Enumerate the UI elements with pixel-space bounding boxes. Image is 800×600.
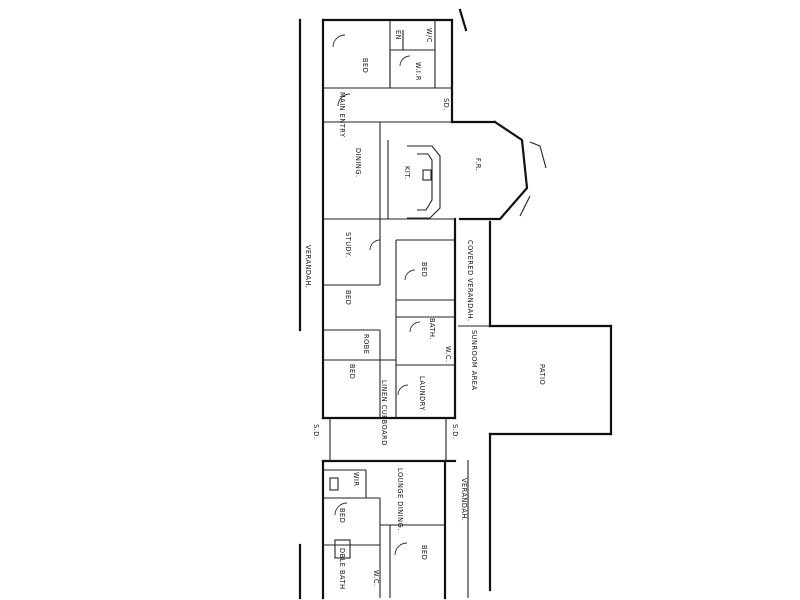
label-bed-1: BED [361,58,369,73]
label-covered-verandah: COVERED VERANDAH. [466,240,474,322]
interior-walls-north [323,20,455,418]
label-sunroom: SUNROOM AREA [470,330,478,390]
label-bed-3: BED [344,290,352,305]
label-robe: ROBE [362,334,370,354]
label-bath: BATH. [428,318,436,340]
label-en: EN [394,30,402,40]
label-wic: W/C [425,28,433,43]
label-wir: W.I.R [414,62,422,81]
label-dbl-bath: DBLE BATH [338,548,346,590]
doors [332,34,421,556]
label-bed-6: BED [420,545,428,560]
label-verandah-right: VERANDAH. [460,478,468,521]
label-wir-2: WIR [352,472,360,487]
label-study: STUDY. [344,232,352,258]
label-bed-5: BED [338,508,346,523]
label-wc-2: W.C. [444,346,452,363]
label-main-entry: MAIN ENTRY [338,92,346,138]
label-patio: PATIO [538,364,546,385]
label-bed-4: BED [348,364,356,379]
label-wc-3: W.C. [372,570,380,587]
interior-walls-south [323,469,445,598]
room-labels: BED EN W/C W.I.R MAIN ENTRY DINING. KIT.… [304,28,546,590]
label-lounge-dining: LOUNGE DINING. [396,468,404,531]
label-fr: F.R. [474,158,482,171]
label-bed-2: BED [420,262,428,277]
label-linen: LINEN CUPBOARD [380,380,388,446]
label-laundry: LAUNDRY [418,376,426,411]
outer-walls [298,8,547,600]
patio-verandah [458,220,613,598]
label-verandah-left: VERANDAH. [304,245,312,288]
label-sd-walkway-left: S.D. [312,424,320,439]
walkway [321,416,457,463]
label-dining: DINING. [354,148,362,178]
kitchen-bench [387,140,441,219]
label-sd-walkway-right: S.D. [451,424,459,439]
label-sd-entry: SD. [442,98,450,111]
label-kit: KIT. [403,166,411,180]
